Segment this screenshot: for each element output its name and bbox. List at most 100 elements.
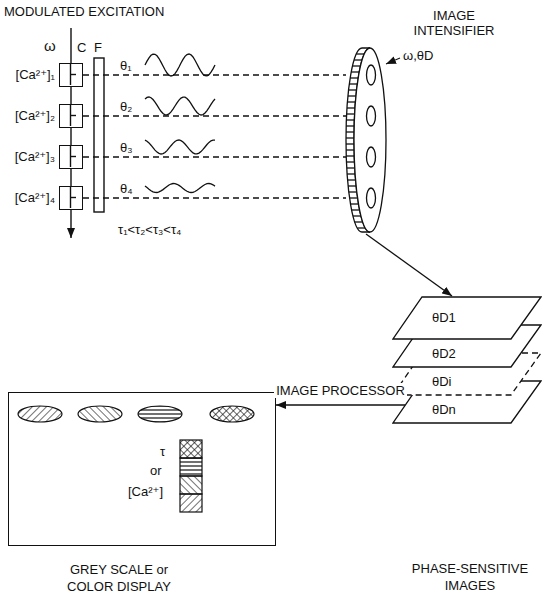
detector-setting: ω,θD xyxy=(403,48,433,63)
light-path xyxy=(83,156,346,157)
rim-stripe xyxy=(348,185,356,186)
rim-stripe xyxy=(356,53,364,54)
rim-stripe xyxy=(346,149,354,150)
rim-stripe xyxy=(350,77,358,78)
rim-stripe xyxy=(346,131,354,132)
image-spot xyxy=(367,65,376,85)
modulated-wave xyxy=(145,97,215,115)
intensifier-face xyxy=(354,48,386,232)
rim-stripe xyxy=(347,161,355,162)
concentration-label: [Ca²⁺]₁ xyxy=(16,67,55,82)
scale-segment xyxy=(180,494,202,512)
modulated-wave xyxy=(145,54,215,76)
rim-stripe xyxy=(351,71,359,72)
beam-tick xyxy=(71,74,77,75)
sample-cuvette: [Ca²⁺]₂ xyxy=(59,104,83,128)
light-path xyxy=(83,74,346,75)
phase-label: θDn xyxy=(432,402,456,417)
rim-stripe xyxy=(347,113,355,114)
sample-cuvette: [Ca²⁺]₁ xyxy=(59,63,83,87)
filter xyxy=(94,58,104,212)
scale-symbol: [Ca²⁺] xyxy=(128,484,163,499)
scale-symbol: τ xyxy=(160,444,165,459)
scale-segment xyxy=(180,476,202,494)
rim-stripe xyxy=(350,197,358,198)
scale-segment xyxy=(180,458,202,476)
rim-stripe xyxy=(347,173,355,174)
modulated-wave xyxy=(145,140,215,154)
rim-stripe xyxy=(346,143,354,144)
rim-stripe xyxy=(352,209,360,210)
node-title: GREY SCALE or COLOR DISPLAY xyxy=(49,561,189,595)
frequency-symbol: ω xyxy=(44,38,56,53)
phase-symbol: θ₂ xyxy=(120,99,132,114)
rim-stripe xyxy=(348,179,356,180)
flow-arrow xyxy=(276,404,405,405)
plane-outline xyxy=(392,296,542,340)
rim-stripe xyxy=(348,95,356,96)
stack-title: PHASE-SENSITIVE IMAGES xyxy=(405,560,535,594)
rim-stripe xyxy=(355,221,363,222)
edge-label: IMAGE PROCESSOR xyxy=(274,383,407,398)
scale-label: or xyxy=(150,463,162,478)
light-path xyxy=(83,115,346,116)
scale-bar xyxy=(180,440,202,512)
pointer-line xyxy=(386,58,400,64)
rim-stripe xyxy=(357,227,365,228)
rim-stripe xyxy=(346,119,354,120)
light-path xyxy=(83,197,346,198)
rim-stripe xyxy=(349,83,357,84)
rim-stripe xyxy=(351,203,359,204)
sample-spot xyxy=(78,406,122,422)
phase-label: θD1 xyxy=(432,310,456,325)
concentration-label: [Ca²⁺]₂ xyxy=(15,108,55,123)
cuvette-beam xyxy=(60,64,81,85)
cuvette-beam xyxy=(60,105,81,126)
beam-tick xyxy=(71,115,77,116)
image-spot xyxy=(367,188,376,208)
rim-stripe xyxy=(349,191,357,192)
rim-stripe xyxy=(347,101,355,102)
image-spot xyxy=(367,106,376,126)
concentration-label: [Ca²⁺]₄ xyxy=(15,190,55,205)
rim-stripe xyxy=(354,59,362,60)
image-spot xyxy=(367,147,376,167)
phase-symbol: θ₄ xyxy=(120,181,133,196)
image-intensifier: IMAGE INTENSIFIER xyxy=(340,46,388,234)
phase-label: θD2 xyxy=(432,346,456,361)
heading-label: MODULATED EXCITATION xyxy=(4,4,164,19)
flow-arrow xyxy=(366,234,452,296)
rim-stripe xyxy=(346,137,354,138)
cuvette-beam xyxy=(60,187,81,208)
phase-image-plane: θD1 xyxy=(392,296,542,340)
beam-tick xyxy=(71,156,77,157)
modulated-wave xyxy=(145,184,215,193)
intensifier-body xyxy=(346,48,386,232)
sample-spot xyxy=(210,406,254,422)
rim-stripe xyxy=(346,125,354,126)
phase-label: θDi xyxy=(432,374,452,389)
concentration-label: [Ca²⁺]₃ xyxy=(15,149,55,164)
part-letter: F xyxy=(94,40,102,55)
sample-spot xyxy=(18,406,62,422)
part-letter: C xyxy=(77,40,86,55)
plane-shape xyxy=(393,381,541,423)
phase-symbol: θ₃ xyxy=(120,140,133,155)
sample-cuvette: [Ca²⁺]₃ xyxy=(59,145,83,169)
display-screen: GREY SCALE or COLOR DISPLAY xyxy=(8,392,276,546)
rim-stripe xyxy=(347,167,355,168)
rim-stripe xyxy=(353,65,361,66)
beam-tick xyxy=(71,197,77,198)
rim-stripe xyxy=(353,215,361,216)
sample-cuvette: [Ca²⁺]₄ xyxy=(59,186,83,210)
lifetime-order: τ₁<τ₂<τ₃<τ₄ xyxy=(118,222,181,237)
intensifier-drawing xyxy=(340,46,388,234)
cuvette-beam xyxy=(60,146,81,167)
node-title: IMAGE INTENSIFIER xyxy=(406,8,502,38)
phase-symbol: θ₁ xyxy=(120,58,132,73)
rim-stripe xyxy=(347,107,355,108)
rim-stripe xyxy=(349,89,357,90)
sample-spot xyxy=(138,406,182,422)
display-spots xyxy=(18,406,254,422)
